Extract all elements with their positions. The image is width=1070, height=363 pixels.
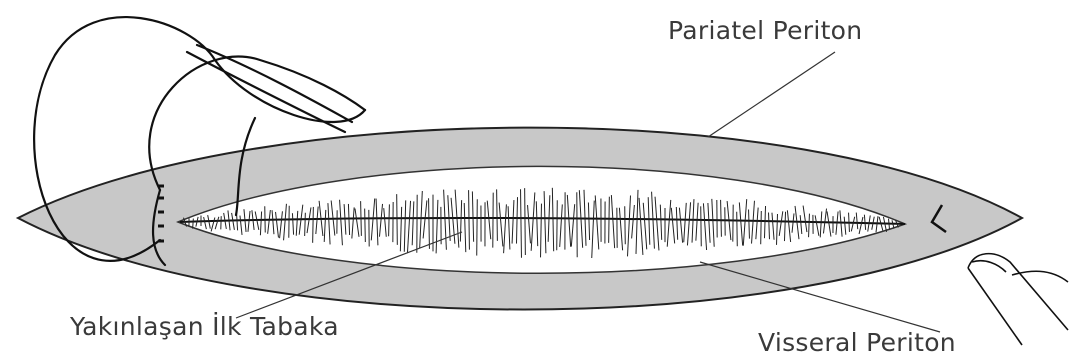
tissue-fiber (397, 194, 398, 245)
tissue-fiber (761, 211, 762, 244)
first-layer-label: Yakınlaşan İlk Tabaka (70, 312, 339, 341)
tissue-fiber (365, 209, 366, 242)
tissue-fiber (625, 206, 626, 244)
tissue-fiber (477, 199, 478, 255)
tissue-fiber (609, 197, 610, 243)
tissue-fiber (737, 212, 738, 246)
forceps-icon (968, 254, 1068, 345)
pointer-line-parietal (708, 52, 835, 137)
tissue-fiber (305, 213, 306, 236)
tissue-fiber (313, 207, 314, 243)
tissue-fiber (557, 200, 558, 250)
visceral-peritoneum-label: Visseral Periton (758, 328, 956, 357)
parietal-peritoneum-label: Pariatel Periton (668, 16, 862, 45)
tissue-fiber (193, 219, 194, 229)
tissue-fiber (525, 188, 526, 255)
tissue-fiber (701, 206, 702, 246)
